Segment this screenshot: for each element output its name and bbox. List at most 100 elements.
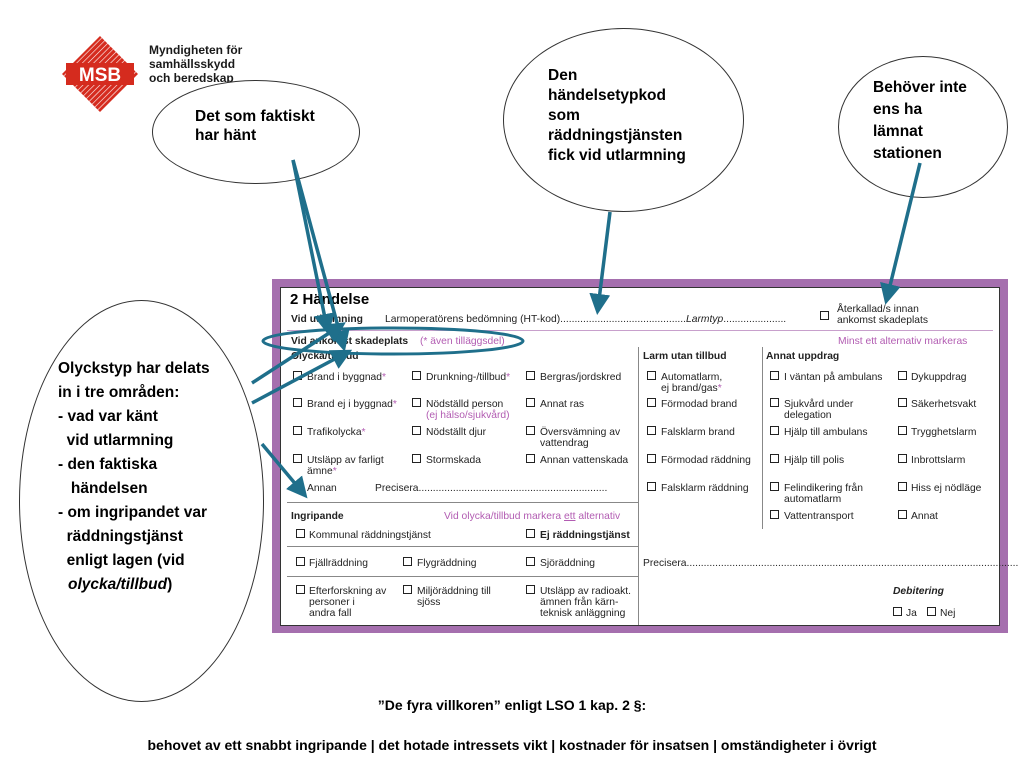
checkbox-flygraddning[interactable] xyxy=(403,557,412,566)
label-nodstallt-djur: Nödställt djur xyxy=(426,427,487,438)
checkbox-nodstalld-person[interactable] xyxy=(412,398,421,407)
label-brand-i-byggnad: Brand i byggnad* xyxy=(307,372,386,383)
label-oversvamning: Översvämning av xyxy=(540,427,621,438)
checkbox-utslapp-radioakt[interactable] xyxy=(526,585,535,594)
precisera-field[interactable]: ........................................… xyxy=(418,483,608,494)
checkbox-bergras[interactable] xyxy=(526,371,535,380)
checkbox-brand-i-byggnad[interactable] xyxy=(293,371,302,380)
checkbox-automatlarm[interactable] xyxy=(647,371,656,380)
label-dykuppdrag: Dykuppdrag xyxy=(911,372,967,383)
label-i-vantan-ambulans: I väntan på ambulans xyxy=(784,372,883,383)
label-falsklarm-raddning: Falsklarm räddning xyxy=(661,483,749,494)
label-precisera: Precisera...............................… xyxy=(375,483,607,494)
checkbox-i-vantan-ambulans[interactable] xyxy=(770,371,779,380)
logo-line: Myndigheten för xyxy=(149,43,243,57)
label-fjallraddning: Fjällräddning xyxy=(309,558,368,569)
column-divider xyxy=(638,347,639,625)
checkbox-formodad-brand[interactable] xyxy=(647,398,656,407)
label-kommunal: Kommunal räddningstjänst xyxy=(309,530,431,541)
label-ja: Ja xyxy=(906,608,917,619)
asterisk: * xyxy=(382,372,387,383)
checkbox-annan-vattenskada[interactable] xyxy=(526,454,535,463)
checkbox-brand-ej-i-byggnad[interactable] xyxy=(293,398,302,407)
label-brand-ej-i-byggnad: Brand ej i byggnad* xyxy=(307,399,397,410)
divider xyxy=(287,330,993,331)
label-formodad-brand: Förmodad brand xyxy=(661,399,738,410)
label-bergras: Bergras/jordskred xyxy=(540,372,622,383)
label-vid-olycka-markera: Vid olycka/tillbud markera ett alternati… xyxy=(444,511,620,522)
asterisk: * xyxy=(361,427,366,438)
label-inbrottslarm: Inbrottslarm xyxy=(911,455,966,466)
label-text: Brand i byggnad xyxy=(307,372,382,383)
checkbox-stormskada[interactable] xyxy=(412,454,421,463)
label-vattendrag: vattendrag xyxy=(540,438,589,449)
checkbox-sjoraddning[interactable] xyxy=(526,557,535,566)
label-miljoraddning: Miljöräddning till xyxy=(417,586,491,597)
checkbox-nodstallt-djur[interactable] xyxy=(412,426,421,435)
checkbox-ej-raddningstjanst[interactable] xyxy=(526,529,535,538)
form-title: 2 Händelse xyxy=(290,291,370,308)
label-trafikolycka: Trafikolycka* xyxy=(307,427,366,438)
asterisk: * xyxy=(506,372,511,383)
header-olycka-tillbud: Olycka/tillbud xyxy=(291,351,359,362)
checkbox-annat-ras[interactable] xyxy=(526,398,535,407)
checkbox-sakerhetsvakt[interactable] xyxy=(898,398,907,407)
label-text: alternativ xyxy=(578,511,621,522)
checkbox-ja[interactable] xyxy=(893,607,902,616)
checkbox-trafikolycka[interactable] xyxy=(293,426,302,435)
checkbox-miljoraddning[interactable] xyxy=(403,585,412,594)
bubble-text: ) xyxy=(167,576,173,593)
larmtyp-field[interactable]: ...................... xyxy=(723,314,787,325)
bubble-text: som xyxy=(548,107,580,124)
checkbox-utslapp-farligt[interactable] xyxy=(293,454,302,463)
checkbox-hiss[interactable] xyxy=(898,482,907,491)
label-text: Trafikolycka xyxy=(307,427,362,438)
bubble-text: räddningstjänsten xyxy=(548,127,683,144)
checkbox-drunkning[interactable] xyxy=(412,371,421,380)
ht-kod-field[interactable]: ........................................… xyxy=(560,314,687,325)
checkbox-aterkallad[interactable] xyxy=(820,311,829,320)
form-panel xyxy=(280,287,1000,626)
label-ej-brand-gas: ej brand/gas* xyxy=(661,383,722,394)
checkbox-vattentransport[interactable] xyxy=(770,510,779,519)
header-annat-uppdrag: Annat uppdrag xyxy=(766,351,840,362)
label-annan-vattenskada: Annan vattenskada xyxy=(540,455,629,466)
checkbox-fjallraddning[interactable] xyxy=(296,557,305,566)
checkbox-hjalp-polis[interactable] xyxy=(770,454,779,463)
checkbox-annat[interactable] xyxy=(898,510,907,519)
label-ej-halso: (ej hälso/sjukvård) xyxy=(426,410,510,421)
checkbox-kommunal[interactable] xyxy=(296,529,305,538)
checkbox-nej[interactable] xyxy=(927,607,936,616)
bubble-text: - den faktiska xyxy=(58,456,158,473)
checkbox-trygghetslarm[interactable] xyxy=(898,426,907,435)
label-nodstalld-person: Nödställd person xyxy=(426,399,504,410)
label-amne: ämne* xyxy=(307,466,337,477)
checkbox-felindikering[interactable] xyxy=(770,482,779,491)
checkbox-formodad-raddning[interactable] xyxy=(647,454,656,463)
label-efterforskning: andra fall xyxy=(309,608,352,619)
checkbox-efterforskning[interactable] xyxy=(296,585,305,594)
bubble-text: ens ha xyxy=(873,101,923,118)
bubble-faktiskt-hant: Det som faktiskt har hänt xyxy=(152,80,360,184)
label-text: ämne xyxy=(307,466,333,477)
label-efterforskning: personer i xyxy=(309,597,355,608)
checkbox-hjalp-ambulans[interactable] xyxy=(770,426,779,435)
divider xyxy=(287,576,638,577)
checkbox-sjukvard-under[interactable] xyxy=(770,398,779,407)
checkbox-falsklarm-raddning[interactable] xyxy=(647,482,656,491)
label-trygghetslarm: Trygghetslarm xyxy=(911,427,977,438)
label-falsklarm-brand: Falsklarm brand xyxy=(661,427,735,438)
label-hjalp-polis: Hjälp till polis xyxy=(784,455,845,466)
checkbox-falsklarm-brand[interactable] xyxy=(647,426,656,435)
bubble-text: har hänt xyxy=(195,127,257,144)
precisera-field-2[interactable]: ........................................… xyxy=(686,558,1019,569)
checkbox-oversvamning[interactable] xyxy=(526,426,535,435)
label-debitering: Debitering xyxy=(893,586,944,597)
bubble-text: räddningstjänst xyxy=(58,528,183,545)
label-automatlarm-2: automatlarm xyxy=(784,494,842,505)
label-hjalp-ambulans: Hjälp till ambulans xyxy=(784,427,868,438)
footer-title: ”De fyra villkoren” enligt LSO 1 kap. 2 … xyxy=(377,697,647,713)
checkbox-dykuppdrag[interactable] xyxy=(898,371,907,380)
checkbox-annan[interactable] xyxy=(293,482,302,491)
checkbox-inbrottslarm[interactable] xyxy=(898,454,907,463)
